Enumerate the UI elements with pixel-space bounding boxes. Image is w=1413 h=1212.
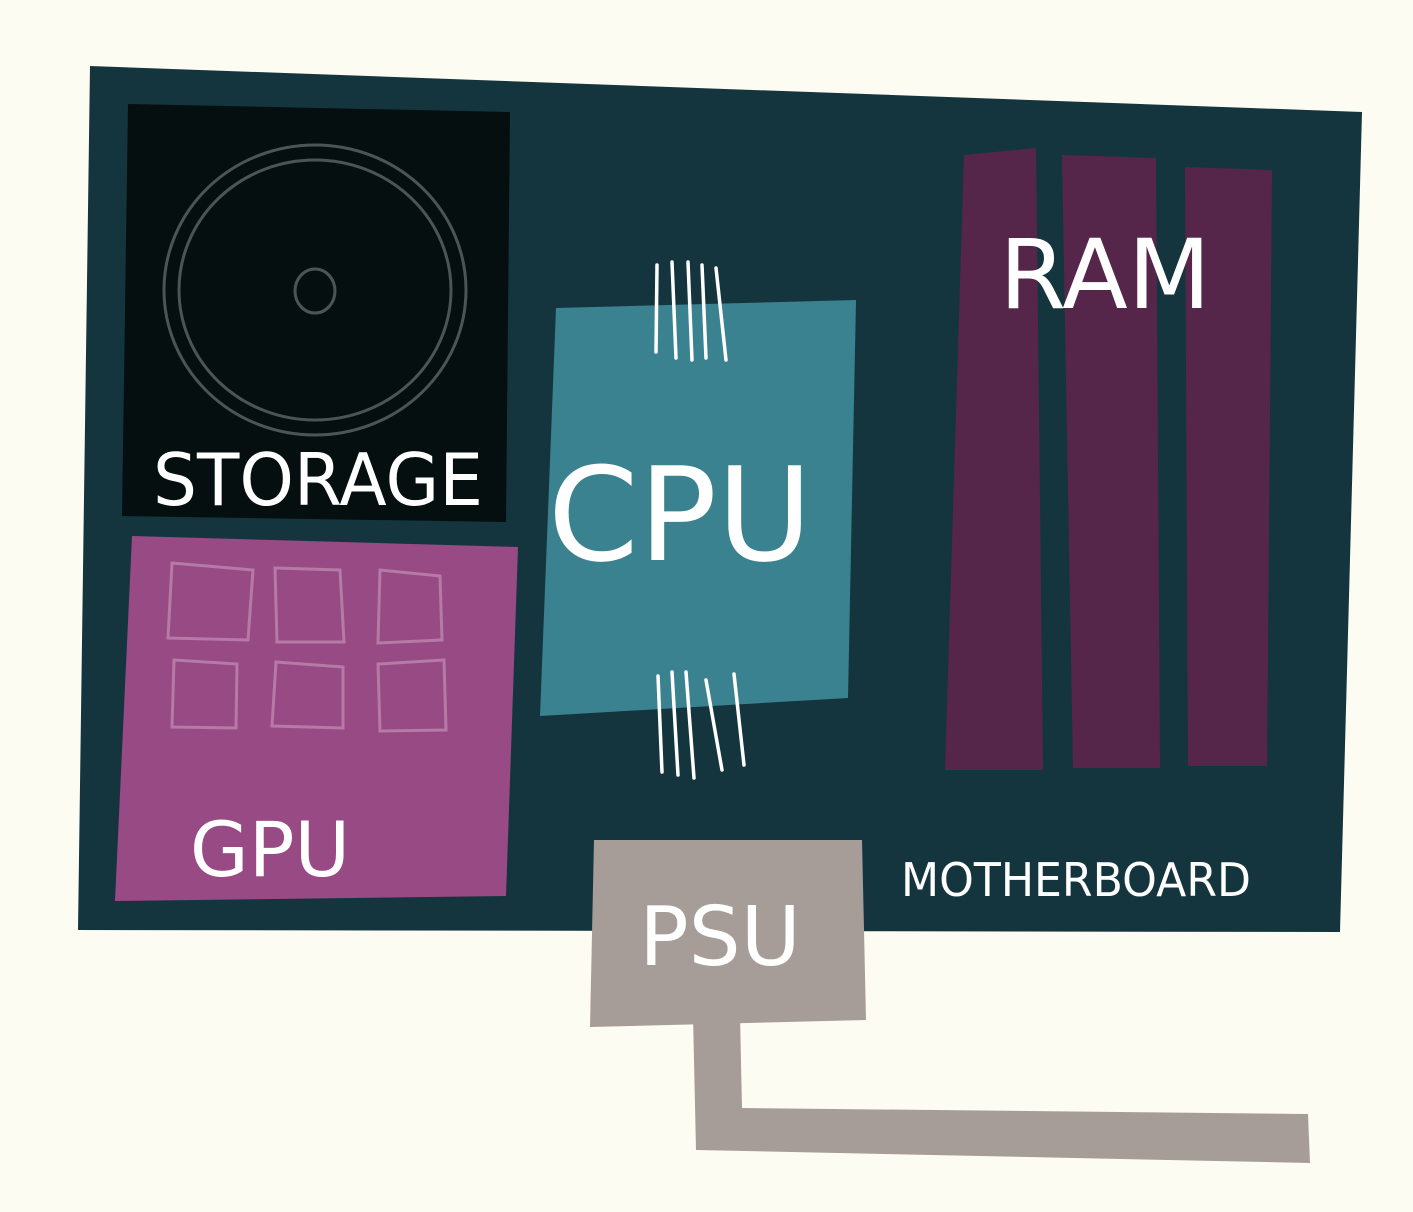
ram-label: RAM [999, 219, 1210, 331]
storage-component: STORAGE [122, 104, 510, 522]
ram-stick [1185, 167, 1272, 766]
psu-cable [693, 1015, 1310, 1163]
ram-stick [1062, 155, 1160, 768]
storage-label: STORAGE [153, 438, 483, 522]
cpu-pins-bottom [656, 670, 746, 780]
psu-label: PSU [639, 890, 801, 985]
ram-component: RAM [945, 148, 1272, 770]
cpu-pins-top [654, 260, 728, 362]
gpu-label: GPU [190, 805, 350, 894]
disk-platter-icon [162, 143, 468, 437]
psu-component: PSU [590, 840, 866, 1027]
cpu-label: CPU [548, 439, 812, 591]
disk-spindle-icon [293, 267, 337, 315]
cpu-component: CPU [540, 260, 856, 780]
gpu-core-grid [166, 561, 448, 733]
gpu-component: GPU [115, 536, 518, 901]
motherboard-label: MOTHERBOARD [901, 853, 1251, 907]
ram-stick [945, 148, 1043, 770]
